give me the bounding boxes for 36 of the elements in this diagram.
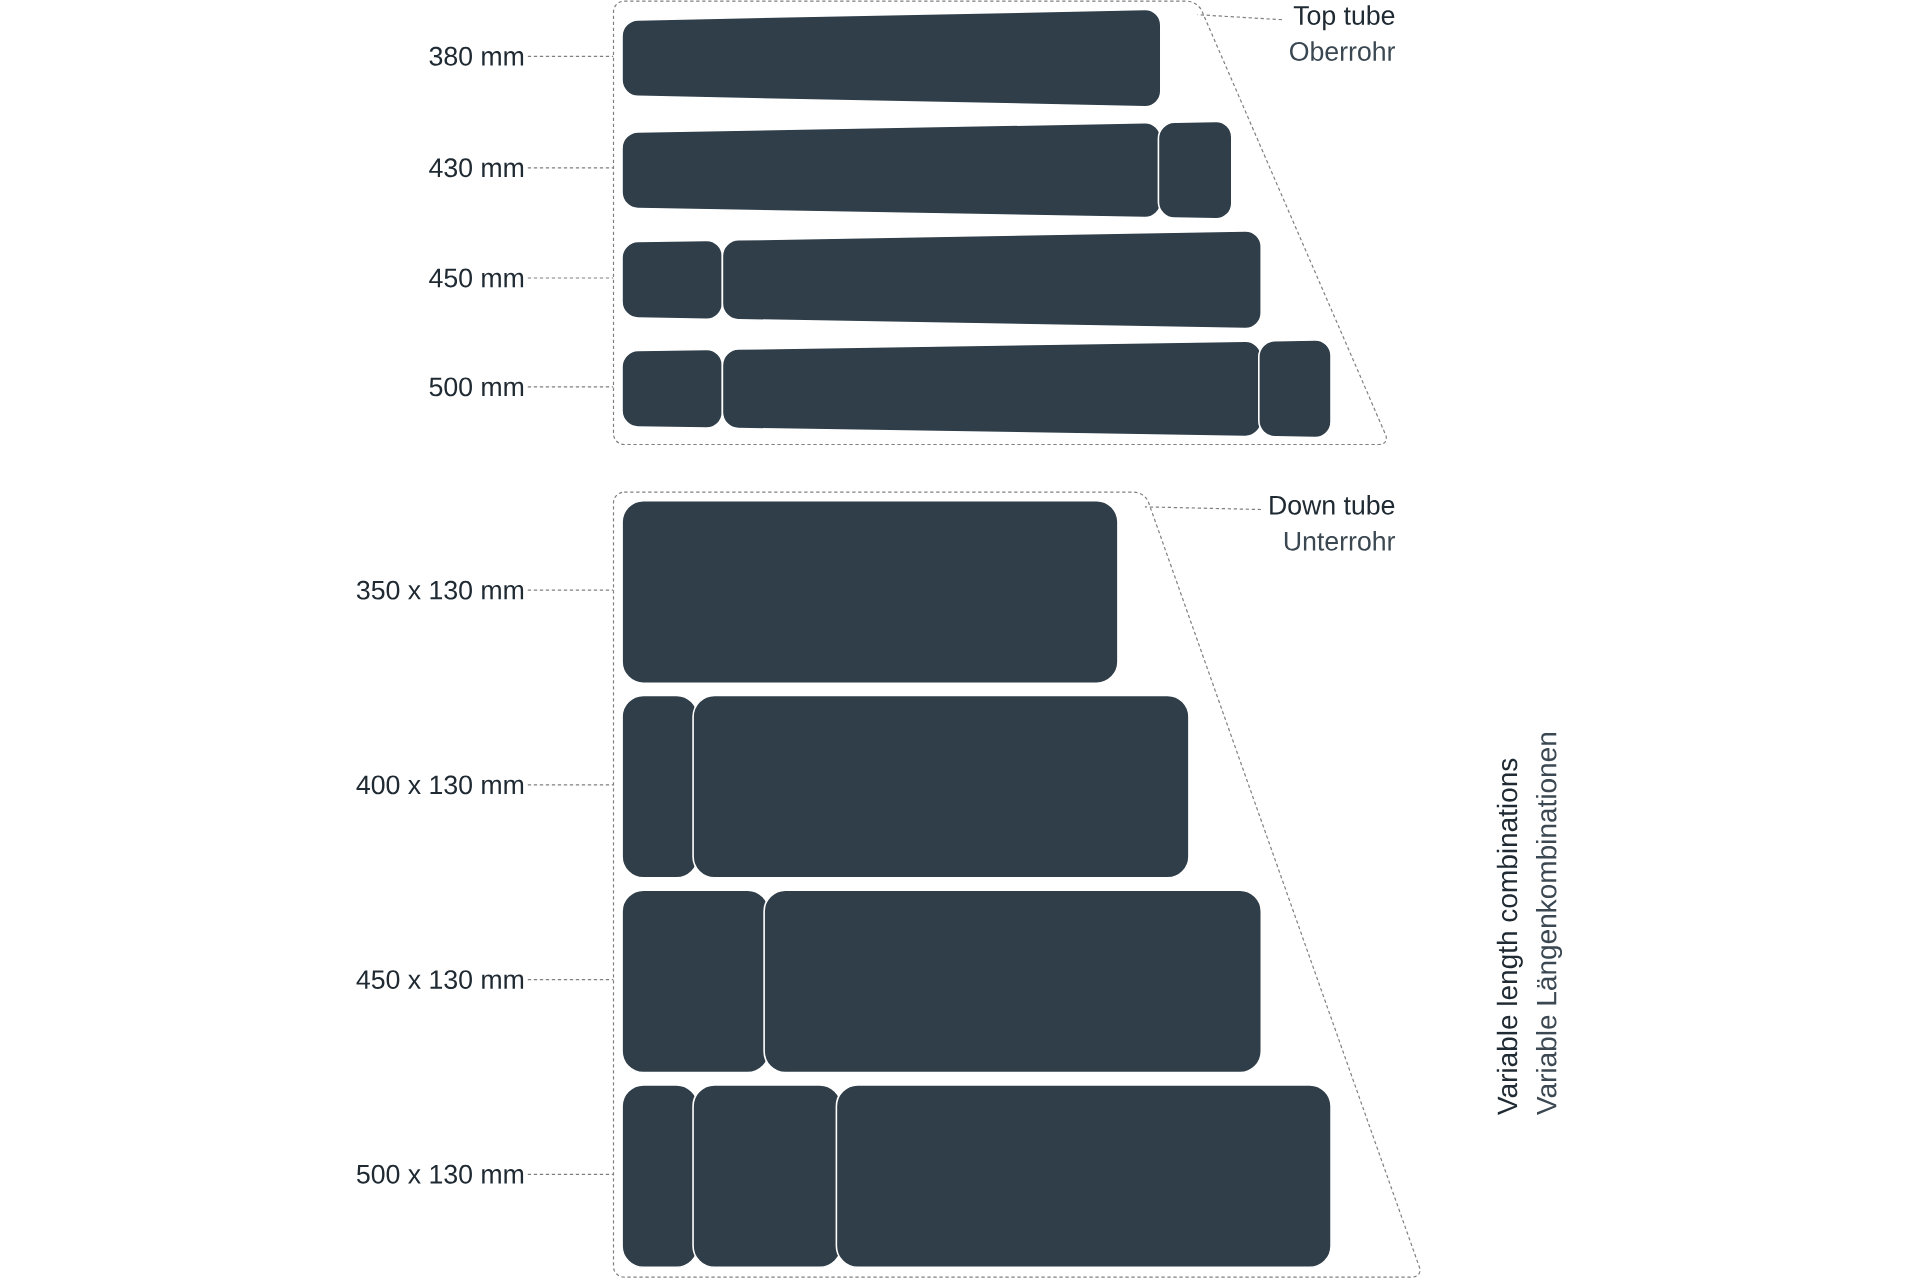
tube-segment (1157, 120, 1233, 220)
dimension-label: 380 mm (429, 46, 524, 66)
leader-line (527, 589, 614, 591)
tube-segment (621, 8, 1162, 108)
dimension-label: 500 x 130 mm (356, 1164, 524, 1184)
tube-segment (721, 340, 1262, 438)
leader-line (527, 277, 614, 279)
heading: Down tube Unterrohr (1270, 495, 1395, 551)
leader-line (527, 1173, 614, 1175)
tube-segment (621, 499, 1119, 684)
tube-segment (692, 694, 1190, 879)
dimension-label: 450 x 130 mm (356, 970, 524, 989)
tube-segment (763, 889, 1263, 1074)
tube-segment (692, 1084, 842, 1269)
dimension-label: 350 x 130 mm (356, 580, 524, 600)
leader-line (1144, 506, 1262, 511)
tube-segment (621, 121, 1162, 219)
tube-segment (1258, 339, 1332, 439)
dimension-label: 400 x 130 mm (356, 775, 524, 795)
side-note: Variable Längenkombinationen (1535, 733, 1563, 1115)
dimension-label: 430 mm (429, 158, 524, 178)
tube-segment (621, 348, 724, 429)
tube-segment (621, 239, 724, 320)
side-note: Variable length combinations (1496, 758, 1523, 1115)
leader-line (527, 784, 614, 786)
group-outline (612, 491, 1421, 1278)
leader-line (527, 979, 614, 981)
dimension-label: 450 mm (429, 268, 524, 288)
leader-line (527, 386, 614, 388)
heading: Top tube Oberrohr (1290, 5, 1395, 61)
tube-segment (721, 230, 1262, 330)
leader-line (1197, 14, 1283, 21)
leader-line (527, 167, 614, 169)
dimension-label: 500 mm (429, 377, 524, 397)
leader-line (527, 55, 614, 57)
tube-segment (835, 1084, 1332, 1269)
